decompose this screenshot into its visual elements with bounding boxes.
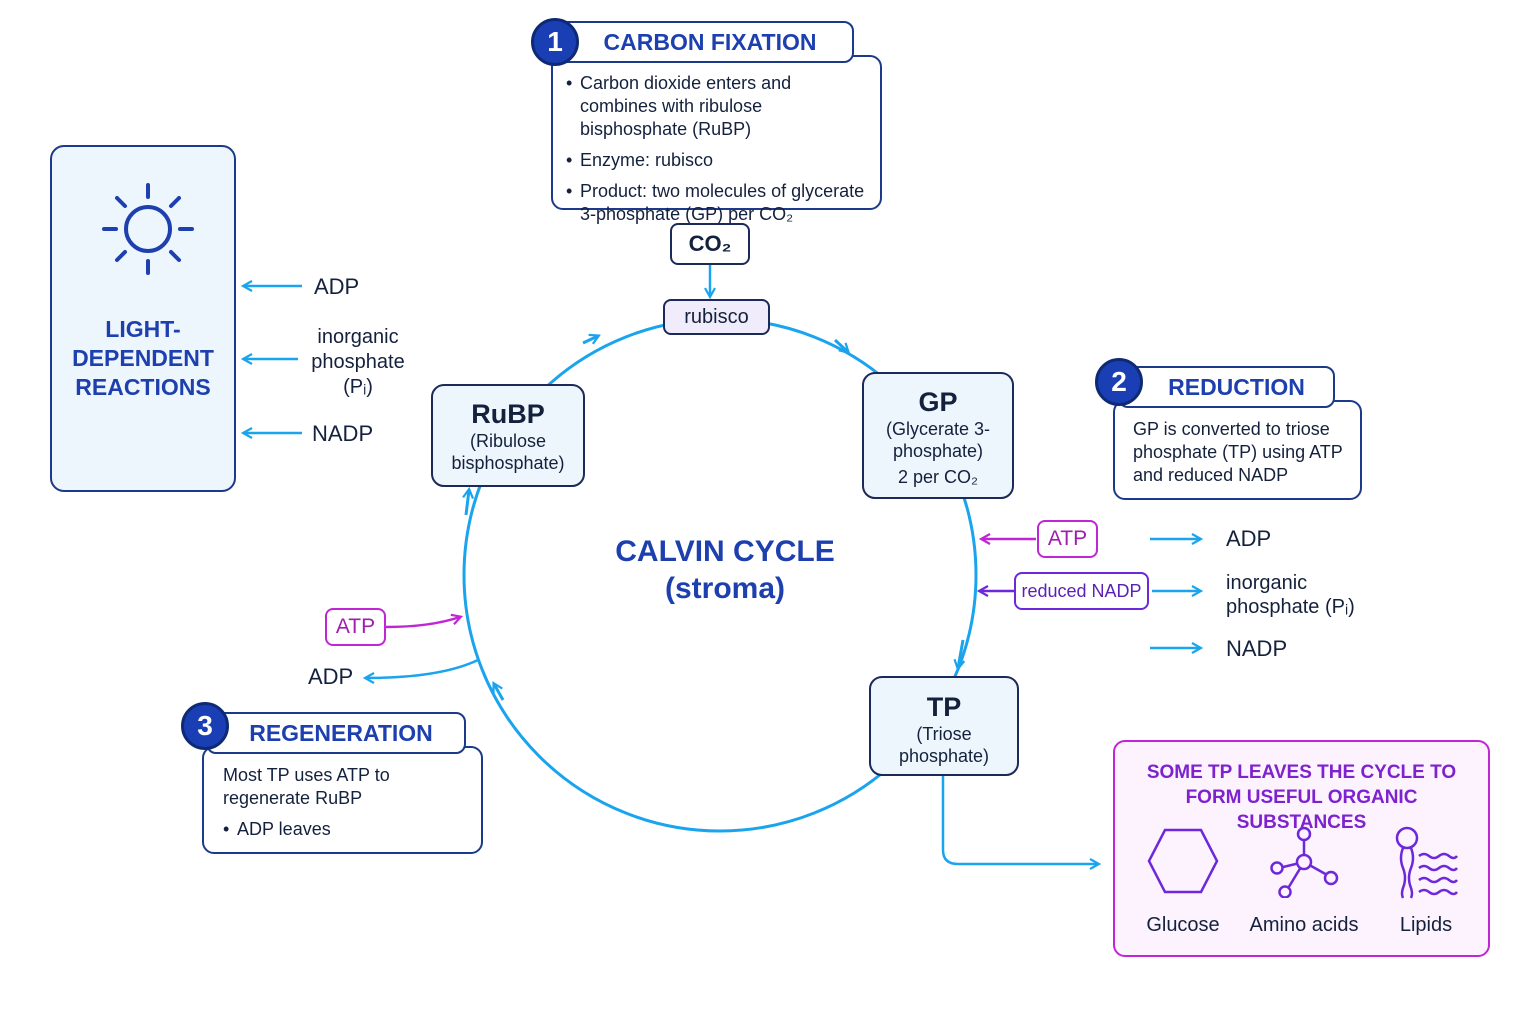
- cycle-arrow-top-right: [833, 338, 848, 352]
- product-amino-acids: Amino acids: [1249, 914, 1359, 936]
- reduction-output-nadp: NADP: [1226, 636, 1288, 661]
- product-lipids: Lipids: [1399, 914, 1453, 936]
- calvin-cycle-name: CALVIN CYCLE: [615, 535, 835, 568]
- sun-icon: [102, 183, 194, 275]
- lipid-icon: [1395, 826, 1458, 899]
- regeneration-title: REGENERATION: [206, 712, 466, 754]
- carbon-fixation-bullet-text: Enzyme: rubisco: [580, 150, 714, 170]
- carbon-fixation-bullet-text: Carbon dioxide enters and combines with …: [580, 73, 792, 139]
- gp-ratio: 2 per CO₂: [897, 467, 978, 487]
- bullet-dot: •: [566, 150, 573, 170]
- cycle-arrow-top-left: [582, 336, 598, 343]
- rubp-name: RuBP: [471, 399, 545, 429]
- rubisco-box: rubisco: [663, 299, 770, 335]
- molecule-icon: [1270, 826, 1339, 898]
- carbon-fixation-title: CARBON FIXATION: [556, 21, 854, 63]
- cycle-arrow-right: [958, 639, 963, 668]
- reduction-title: REDUCTION: [1118, 366, 1335, 408]
- bullet-dot: •: [566, 73, 573, 93]
- regeneration-bullet-text: ADP leaves: [237, 819, 331, 839]
- bullet-dot: •: [566, 181, 573, 201]
- carbon-fixation-bullet: • Enzyme: rubisco: [566, 149, 871, 172]
- carbon-fixation-bullet: • Product: two molecules of glycerate 3-p…: [566, 180, 871, 226]
- carbon-fixation-bullet: • Carbon dioxide enters and combines with…: [566, 72, 871, 141]
- carbon-fixation-bullets: • Carbon dioxide enters and combines with…: [566, 72, 871, 226]
- regen-atp-arrow: [385, 617, 460, 629]
- tp-node: TP (Triose phosphate): [869, 676, 1019, 776]
- reduction-output-adp: ADP: [1226, 526, 1272, 551]
- tp-leaves-arrow: [941, 776, 1098, 864]
- reduction-atp-box: ATP: [1037, 520, 1098, 558]
- gp-node: GP (Glycerate 3-phosphate) 2 per CO₂: [862, 372, 1014, 499]
- cycle-arrow-left-lower: [494, 684, 505, 701]
- regeneration-text: Most TP uses ATP to regenerate RuBP: [223, 765, 390, 808]
- calvin-cycle-location: (stroma): [664, 572, 785, 605]
- regen-atp-box: ATP: [325, 608, 386, 646]
- light-input-adp: ADP: [314, 274, 360, 299]
- carbon-fixation-box: [551, 55, 882, 210]
- gp-name: GP: [918, 387, 958, 417]
- regen-adp-label: ADP: [308, 664, 354, 689]
- step-2-badge: 2: [1095, 358, 1143, 406]
- regen-adp-arrow: [366, 658, 479, 678]
- hexagon-icon: [1147, 828, 1219, 894]
- products-title: SOME TP LEAVES THE CYCLE TO FORM USEFUL …: [1146, 762, 1457, 833]
- product-glucose: Glucose: [1146, 914, 1220, 936]
- tp-desc: (Triose phosphate): [898, 724, 990, 766]
- gp-desc: (Glycerate 3-phosphate): [885, 419, 991, 461]
- light-dependent-title: LIGHT-DEPENDENT REACTIONS: [72, 316, 214, 400]
- carbon-fixation-bullet-text: Product: two molecules of glycerate 3-ph…: [580, 181, 865, 224]
- regeneration-box: [202, 746, 483, 854]
- tp-name: TP: [926, 692, 962, 722]
- reduction-box: [1113, 400, 1362, 500]
- rubp-desc: (Ribulose bisphosphate): [451, 431, 565, 473]
- light-dependent-box: LIGHT-DEPENDENT REACTIONS: [50, 145, 236, 492]
- step-1-badge: 1: [531, 18, 579, 66]
- regeneration-bullet: • ADP leaves: [223, 818, 331, 841]
- rubp-node: RuBP (Ribulose bisphosphate): [431, 384, 585, 487]
- cycle-arrow-left-upper: [466, 490, 469, 516]
- bullet-dot: •: [223, 819, 230, 839]
- reduction-output-pi: inorganic phosphate (Pᵢ): [1226, 572, 1355, 618]
- reduced-nadp-box: reduced NADP: [1014, 572, 1149, 610]
- calvin-cycle-title: CALVIN CYCLE (stroma): [560, 533, 890, 607]
- products-box: SOME TP LEAVES THE CYCLE TO FORM USEFUL …: [1113, 740, 1490, 957]
- light-input-nadp: NADP: [312, 421, 374, 446]
- reduction-text: GP is converted to triose phosphate (TP)…: [1133, 419, 1343, 485]
- light-input-pi: inorganic phosphate (Pᵢ): [311, 326, 405, 398]
- step-3-badge: 3: [181, 702, 229, 750]
- co2-box: CO₂: [670, 223, 750, 265]
